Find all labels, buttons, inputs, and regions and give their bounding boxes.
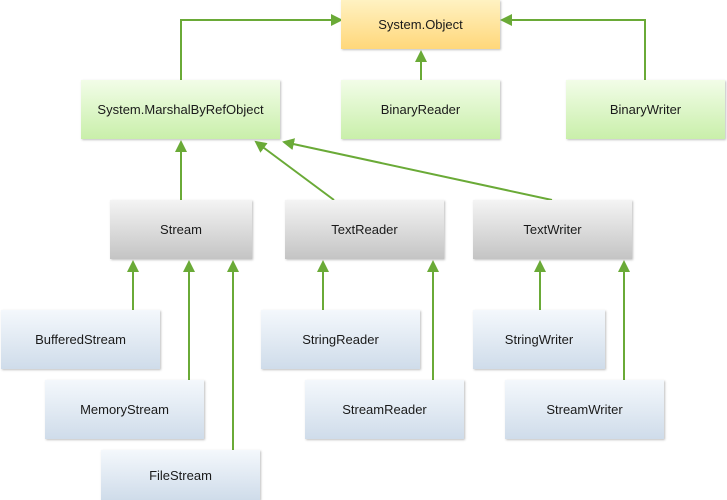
node-binary-writer: BinaryWriter xyxy=(566,80,725,139)
node-file-stream-label: FileStream xyxy=(149,467,212,483)
node-buffered-stream: BufferedStream xyxy=(1,310,160,369)
node-binary-reader: BinaryReader xyxy=(341,80,500,139)
node-stream-label: Stream xyxy=(160,222,202,237)
arrow-binary-writer-to-system-object xyxy=(500,14,646,80)
arrow-text-reader-to-marshal-by-ref-object xyxy=(254,140,335,201)
node-file-stream: FileStream xyxy=(101,450,260,500)
node-marshal-by-ref-object: System.MarshalByRefObject xyxy=(81,80,280,139)
node-text-writer: TextWriter xyxy=(473,200,632,259)
node-stream-writer: StreamWriter xyxy=(505,380,664,439)
node-string-reader-label: StringReader xyxy=(302,332,379,347)
node-stream-writer-label: StreamWriter xyxy=(546,402,623,417)
node-marshal-by-ref-object-label: System.MarshalByRefObject xyxy=(97,102,264,117)
node-system-object: System.Object xyxy=(341,0,500,49)
node-system-object-label: System.Object xyxy=(378,17,463,32)
node-binary-writer-label: BinaryWriter xyxy=(609,102,682,117)
node-stream-reader: StreamReader xyxy=(305,380,464,439)
node-buffered-stream-label: BufferedStream xyxy=(35,332,126,347)
node-binary-reader-label: BinaryReader xyxy=(380,102,461,117)
arrow-text-writer-to-marshal-by-ref-object xyxy=(282,138,553,201)
node-text-reader-label: TextReader xyxy=(331,222,398,237)
node-stream-reader-label: StreamReader xyxy=(342,402,427,417)
node-string-reader: StringReader xyxy=(261,310,420,369)
node-string-writer: StringWriter xyxy=(473,310,605,369)
node-text-writer-label: TextWriter xyxy=(523,222,582,237)
node-text-reader: TextReader xyxy=(285,200,444,259)
node-string-writer-label: StringWriter xyxy=(504,332,574,347)
node-memory-stream: MemoryStream xyxy=(45,380,204,439)
node-memory-stream-label: MemoryStream xyxy=(80,402,169,417)
arrow-marshal-by-ref-object-to-system-object xyxy=(180,14,343,80)
node-stream: Stream xyxy=(110,200,252,259)
